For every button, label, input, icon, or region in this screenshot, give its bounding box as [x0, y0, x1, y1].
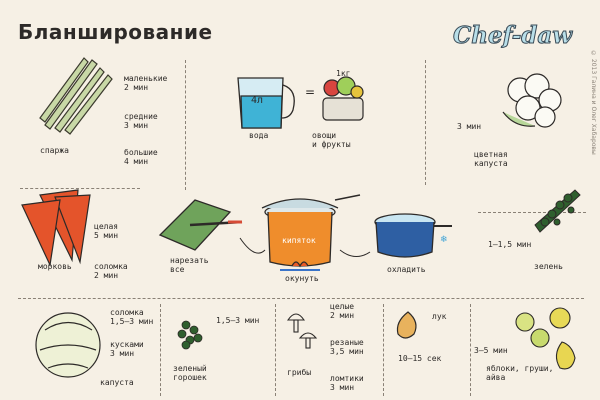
water-label: вода: [249, 131, 269, 140]
item-time: средние 3 мин: [124, 112, 158, 130]
item-time: кусками 3 мин: [110, 340, 144, 358]
water-jug-icon: [237, 77, 295, 129]
cold-pot-icon: ❄: [374, 213, 452, 258]
item-time: целые 2 мин: [330, 302, 355, 320]
item-time: 3–5 мин: [474, 346, 508, 355]
carrot-icon: [21, 189, 91, 268]
copyright-text: © 2013 Галина и Олег Хабаровы: [590, 50, 597, 155]
cauliflower-icon: [502, 73, 562, 128]
item-name: зелень: [534, 262, 563, 271]
item-time: 1,5–3 мин: [216, 316, 260, 325]
page-title: Бланширование: [18, 20, 213, 44]
item-name: яблоки, груши, айва: [486, 364, 554, 382]
divider: [470, 304, 471, 396]
item-time: 3 мин: [457, 122, 482, 131]
asparagus-icon: [39, 57, 113, 135]
onion-icon: [396, 311, 417, 339]
item-name: цветная капуста: [474, 150, 508, 168]
veg-amount: 1кг: [336, 69, 351, 78]
item-time: целая 5 мин: [94, 222, 119, 240]
cool-label: охладить: [387, 265, 426, 274]
logo: Chef-daw: [452, 22, 573, 50]
svg-text:❄: ❄: [440, 235, 448, 245]
herbs-icon: [534, 189, 581, 233]
item-name: капуста: [100, 378, 134, 387]
pot-label: кипяток: [282, 236, 316, 245]
item-time: соломка 2 мин: [94, 262, 128, 280]
cut-label: нарезать все: [170, 256, 209, 274]
veg-label: овощи и фрукты: [312, 131, 351, 149]
peas-icon: [177, 320, 203, 350]
divider: [18, 298, 584, 299]
divider: [383, 304, 384, 396]
item-time: 10–15 сек: [398, 354, 442, 363]
item-name: лук: [432, 312, 447, 321]
cutting-board-icon: [158, 199, 243, 251]
divider: [160, 304, 161, 396]
item-time: 1–1,5 мин: [488, 240, 532, 249]
boil-label: окунуть: [285, 274, 319, 283]
item-time: маленькие 2 мин: [124, 74, 168, 92]
water-volume: 4л: [251, 95, 264, 106]
item-time: ломтики 3 мин: [330, 374, 364, 392]
cabbage-icon: [35, 312, 101, 378]
divider: [478, 212, 586, 213]
divider: [425, 60, 426, 185]
item-name: спаржа: [40, 146, 69, 155]
scale-icon: [322, 76, 364, 121]
pot-icon: [261, 194, 361, 271]
divider: [20, 188, 140, 189]
divider: [185, 60, 186, 190]
svg-text:=: =: [305, 85, 315, 99]
fruit-icon: [515, 307, 576, 370]
item-time: соломка 1,5–3 мин: [110, 308, 154, 326]
mushroom-icon: [286, 313, 318, 349]
item-name: зеленый горошек: [173, 364, 207, 382]
item-name: морковь: [38, 262, 72, 271]
divider: [275, 304, 276, 396]
item-name: грибы: [287, 368, 312, 377]
item-time: большие 4 мин: [124, 148, 158, 166]
item-time: резаные 3,5 мин: [330, 338, 364, 356]
